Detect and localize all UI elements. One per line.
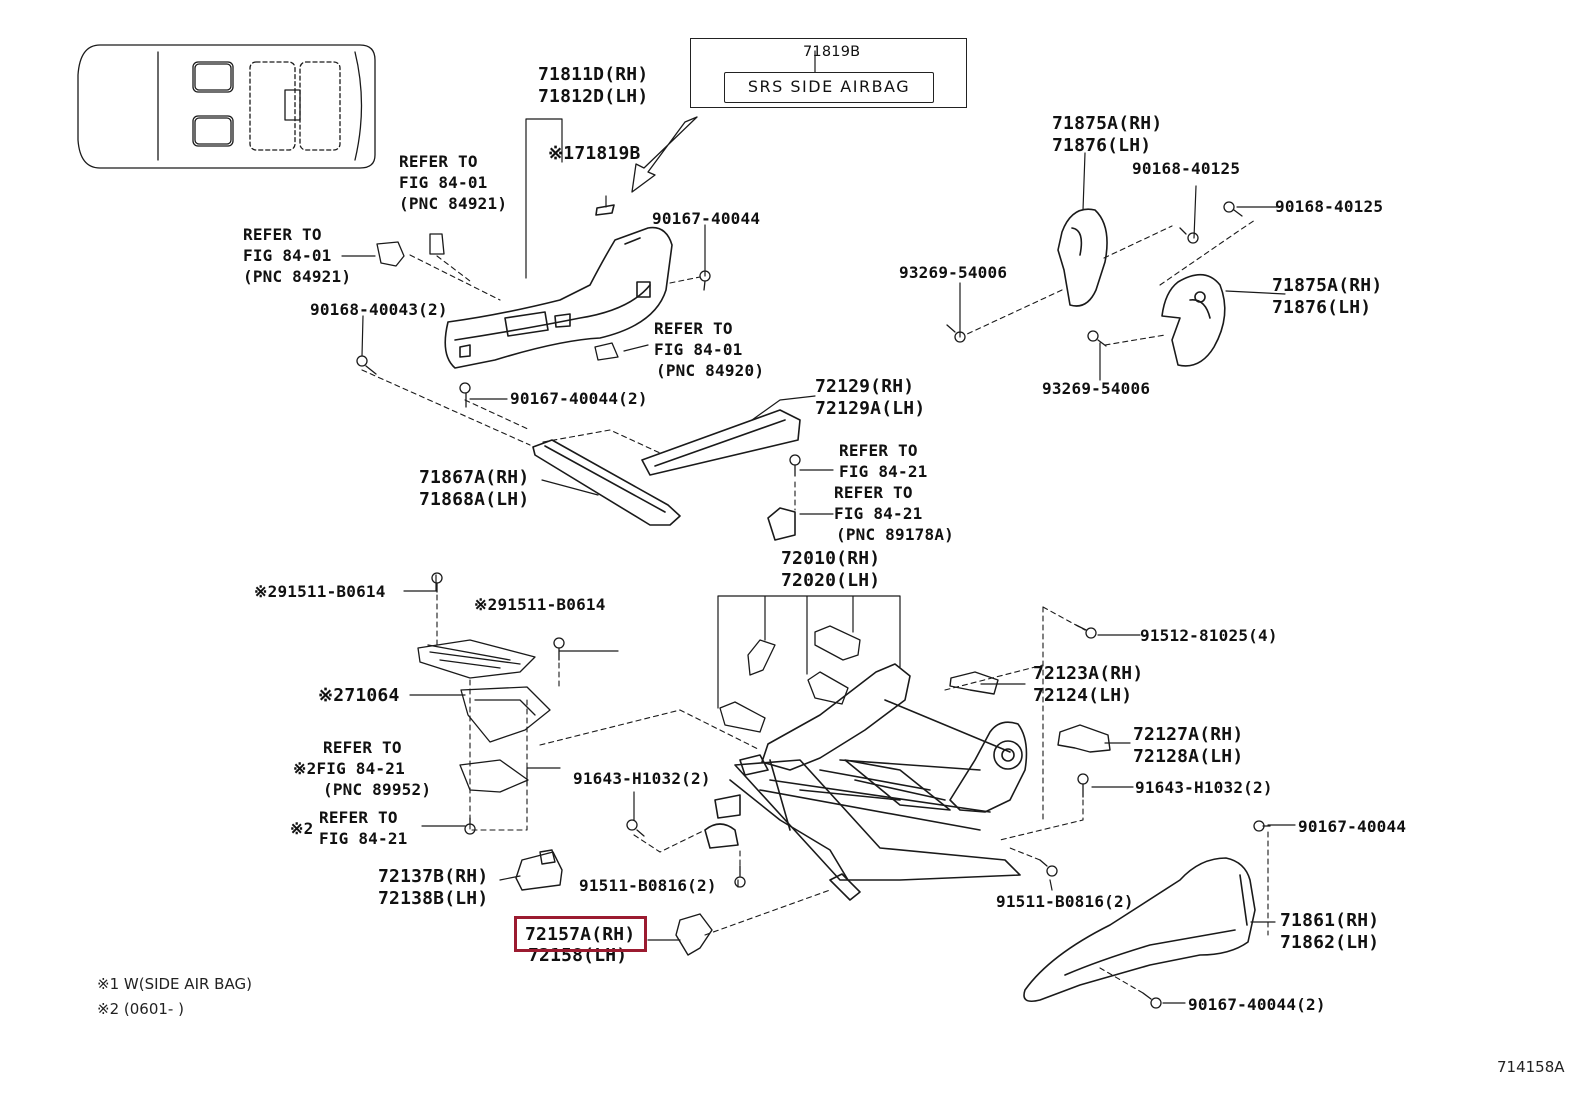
ref-84921-b-line1: REFER TO [243,225,322,244]
callout-72010-rh: 72010(RH) [781,548,881,569]
seat-adjuster-frame [704,663,1028,901]
vehicle-location-icon [77,44,376,169]
wire-harness-plates [417,639,551,793]
srs-label-box: 71819B SRS SIDE AIRBAG [690,38,967,108]
callout-91512-81025: 91512-81025(4) [1140,626,1278,645]
ref-84921-b-line3: (PNC 84921) [243,267,352,286]
seat-springs [719,625,861,733]
ref-89178a-line3: (PNC 89178A) [836,525,954,544]
callout-90167-40044-2b: 90167-40044(2) [1188,995,1326,1014]
ref-84-21-a-line1: REFER TO [839,441,918,460]
seat-back-side-cover [444,226,673,369]
callout-72124-lh: 72124(LH) [1033,685,1133,706]
srs-label-part-number: 71819B [803,44,861,60]
callout-71862-lh: 71862(LH) [1280,932,1380,953]
callout-71812d-lh: 71812D(LH) [538,86,649,107]
callout-72138b-lh: 72138B(LH) [378,888,489,909]
ref-89952-line3: (PNC 89952) [323,780,432,799]
seat-brackets [515,671,1111,956]
ref-84921-b-line2: FIG 84-01 [243,246,332,265]
callout-71867a-rh: 71867A(RH) [419,467,530,488]
callout-72137b-rh: 72137B(RH) [378,866,489,887]
ref-84920-line1: REFER TO [654,319,733,338]
callout-93269-54006-a: 93269-54006 [899,263,1008,282]
callout-71861-rh: 71861(RH) [1280,910,1380,931]
callout-93269-54006-b: 93269-54006 [1042,379,1151,398]
callout-90168-40125-b: 90168-40125 [1275,197,1384,216]
callout-71875a-top-rh: 71875A(RH) [1052,113,1163,134]
callout-90167-40044-2a: 90167-40044(2) [510,389,648,408]
srs-label-text: SRS SIDE AIRBAG [724,72,934,103]
ref-89952-line1: REFER TO [323,738,402,757]
callout-91643-h1032-a: 91643-H1032(2) [573,769,711,788]
figure-number: 714158A [1497,1058,1565,1076]
callout-71868a-lh: 71868A(LH) [419,489,530,510]
footnote-1: ※1 W(SIDE AIR BAG) [97,975,252,993]
ref-84920-line2: FIG 84-01 [654,340,743,359]
callout-91511-b0614-a: ※291511-B0614 [254,582,386,601]
ref-89952-line2: ※2FIG 84-21 [293,759,405,778]
ref-84-21-b-line2: FIG 84-21 [319,829,408,848]
highlighted-part-frame [514,916,647,952]
callout-90167-40044-a: 90167-40044 [652,209,761,228]
label-pointer-arrow [631,116,698,193]
callout-90168-40043: 90168-40043(2) [310,300,448,319]
callout-72020-lh: 72020(LH) [781,570,881,591]
callout-91511-b0816-b: 91511-B0816(2) [996,892,1134,911]
callout-71875a-mid-rh: 71875A(RH) [1272,275,1383,296]
footnote-2: ※2 (0601- ) [97,1000,184,1018]
recliner-hinge-cover [1057,208,1226,367]
seat-rail-covers [532,409,801,541]
ref-89178a-line2: FIG 84-21 [834,504,923,523]
leader-lines [341,50,1296,1004]
ref-84-21-b-mark: ※2 [290,819,314,838]
ref-84921-a-line2: FIG 84-01 [399,173,488,192]
ref-84921-a-line1: REFER TO [399,152,478,171]
callout-91643-h1032-b: 91643-H1032(2) [1135,778,1273,797]
callout-91511-b0614-b: ※291511-B0614 [474,595,606,614]
callout-71064: ※271064 [318,685,400,706]
ref-84-21-a-line2: FIG 84-21 [839,462,928,481]
seat-cushion-shield [1023,857,1256,1003]
callout-72123a-rh: 72123A(RH) [1033,663,1144,684]
callout-72127a-rh: 72127A(RH) [1133,724,1244,745]
ref-84921-a-line3: (PNC 84921) [399,194,508,213]
ref-84920-line3: (PNC 84920) [656,361,765,380]
callout-71811d-rh: 71811D(RH) [538,64,649,85]
callout-72128a-lh: 72128A(LH) [1133,746,1244,767]
airbag-label-sticker [595,204,615,216]
callout-71819b-ref: ※171819B [548,143,641,164]
callout-72129-rh: 72129(RH) [815,376,915,397]
ref-89178a-line1: REFER TO [834,483,913,502]
callout-72157a-rh: 72157A(RH) [525,924,636,946]
ref-84-21-b-line1: REFER TO [319,808,398,827]
callout-90168-40125-a: 90168-40125 [1132,159,1241,178]
callout-71876-top-lh: 71876(LH) [1052,135,1152,156]
callout-72129a-lh: 72129A(LH) [815,398,926,419]
callout-90167-40044-b: 90167-40044 [1298,817,1407,836]
assembly-dashed-lines [361,219,1269,994]
callout-91511-b0816-a: 91511-B0816(2) [579,876,717,895]
callout-71876-mid-lh: 71876(LH) [1272,297,1372,318]
